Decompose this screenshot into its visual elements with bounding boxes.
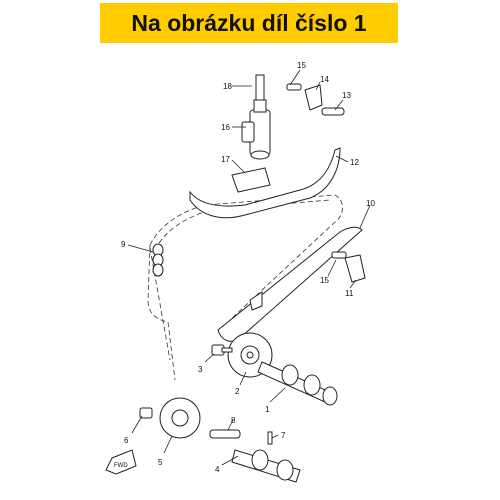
chain-tensioner bbox=[241, 74, 271, 160]
cam-sprocket-exhaust bbox=[159, 397, 201, 439]
leader-lines bbox=[127, 69, 371, 466]
chain-guide bbox=[189, 147, 341, 219]
callout-5: 5 bbox=[158, 458, 163, 467]
fwd-label: FWD bbox=[114, 463, 128, 469]
camshaft bbox=[257, 361, 338, 406]
callout-13: 13 bbox=[342, 91, 351, 100]
bolt-15-right bbox=[331, 251, 347, 259]
gasket bbox=[231, 167, 271, 193]
callout-16: 16 bbox=[221, 123, 230, 132]
callout-7: 7 bbox=[281, 431, 286, 440]
exhaust-bolt bbox=[139, 407, 153, 419]
callout-3: 3 bbox=[198, 365, 203, 374]
callout-12: 12 bbox=[350, 158, 359, 167]
sprocket-bolt bbox=[211, 344, 233, 356]
exhaust-camshaft bbox=[209, 429, 301, 483]
callout-8: 8 bbox=[231, 416, 236, 425]
callout-10: 10 bbox=[366, 199, 375, 208]
banner-title: Na obrázku díl číslo 1 bbox=[131, 9, 367, 36]
callout-17: 17 bbox=[221, 155, 230, 164]
title-banner: Na obrázku díl číslo 1 bbox=[100, 3, 398, 43]
callout-2: 2 bbox=[235, 387, 240, 396]
callout-6: 6 bbox=[124, 436, 129, 445]
callout-4: 4 bbox=[215, 465, 220, 474]
callout-11: 11 bbox=[345, 289, 354, 298]
callout-15: 15 bbox=[297, 61, 306, 70]
tensioner-guide bbox=[217, 226, 363, 342]
callout-1: 1 bbox=[265, 405, 270, 414]
fwd-arrow-icon: FWD bbox=[105, 449, 137, 475]
guide-bracket bbox=[304, 84, 323, 111]
guide-stopper bbox=[344, 254, 366, 283]
guide-pin bbox=[321, 107, 345, 116]
callout-14: 14 bbox=[320, 75, 329, 84]
chain-links bbox=[152, 243, 164, 277]
bolt-15-top bbox=[286, 83, 302, 91]
callout-18: 18 bbox=[223, 82, 232, 91]
callout-15b: 15 bbox=[320, 276, 329, 285]
callout-9: 9 bbox=[121, 240, 126, 249]
dowel-pin bbox=[267, 431, 273, 445]
